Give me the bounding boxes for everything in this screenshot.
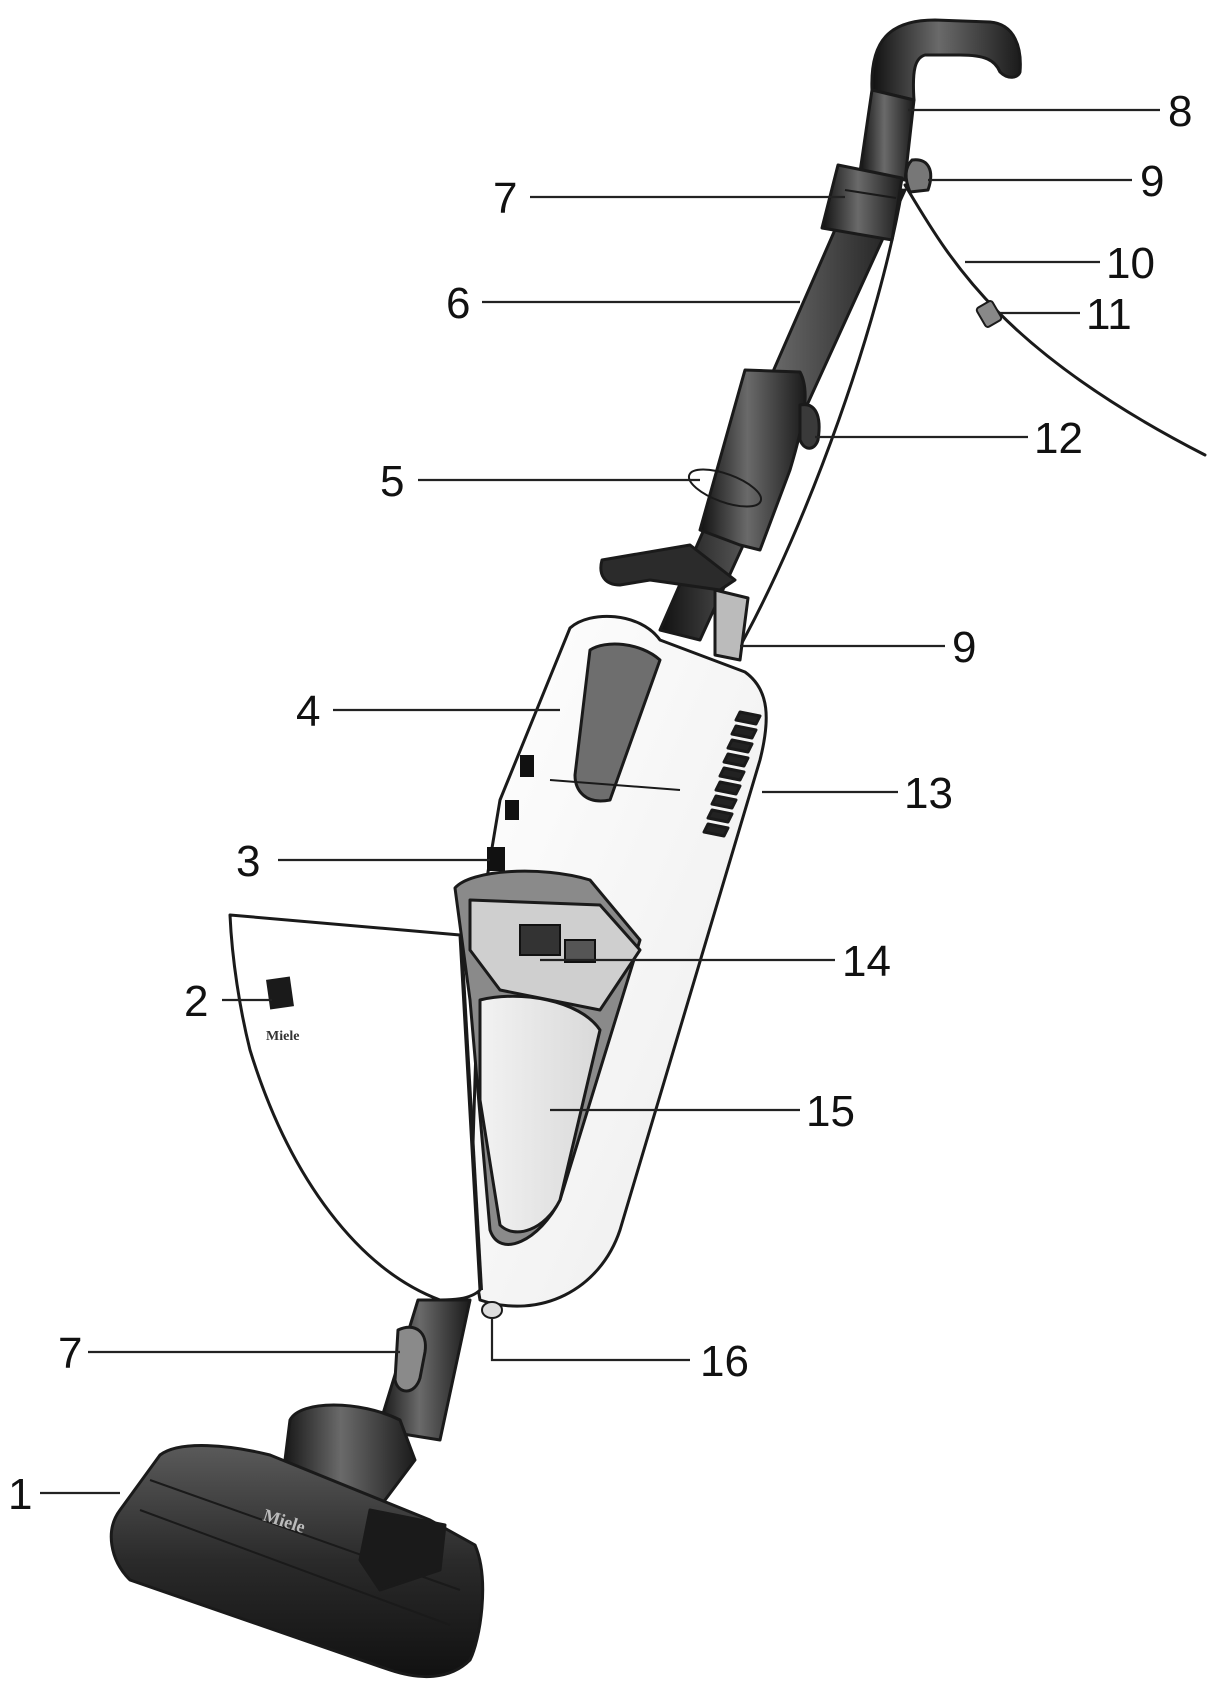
callout-13: 13 [904,769,953,818]
lid-release-button [487,847,505,871]
callout-9-lower: 9 [952,623,976,672]
tube-release-sleeve [820,163,904,242]
callout-7-lower: 7 [58,1329,82,1378]
cord-to-lower-hook [736,188,904,652]
callout-9-upper: 9 [1140,157,1164,206]
callout-1: 1 [8,1470,32,1519]
floorhead-pedal [358,1508,447,1592]
callout-12: 12 [1034,414,1083,463]
handle-assembly [698,368,807,552]
floorhead [109,1444,485,1679]
suction-switch [798,403,821,450]
callout-labels: 1 2 3 4 5 6 7 7 8 9 9 10 11 12 13 14 15 … [8,87,1192,1519]
callout-8: 8 [1168,87,1192,136]
callout-3: 3 [236,837,260,886]
swivel-neck [376,1298,472,1442]
callout-4: 4 [296,687,320,736]
accessory-holder [599,543,737,592]
cord-clip [975,300,1003,328]
callout-16: 16 [700,1337,749,1386]
bottom-foot [481,1301,503,1319]
filter-indicator-window [266,976,294,1010]
upper-tube [858,88,916,182]
floorhead-release-pedal [393,1325,427,1393]
callout-2: 2 [184,977,208,1026]
exhaust-vents [702,710,762,838]
dustbag [478,994,602,1234]
callout-14: 14 [842,937,891,986]
callout-lines [40,108,1160,1495]
callout-7-upper: 7 [493,174,517,223]
callout-15: 15 [806,1087,855,1136]
carrying-handle-recess [573,642,662,803]
lower-cord-hook [713,588,750,662]
callout-11: 11 [1086,290,1132,339]
lid-logo: Miele [266,1029,299,1044]
callout-6: 6 [446,279,470,328]
handle-grip [870,18,1022,102]
dustbag-lid [228,913,482,1302]
callout-10: 10 [1106,239,1155,288]
upper-cord-hook [904,158,933,194]
callout-5: 5 [380,457,404,506]
